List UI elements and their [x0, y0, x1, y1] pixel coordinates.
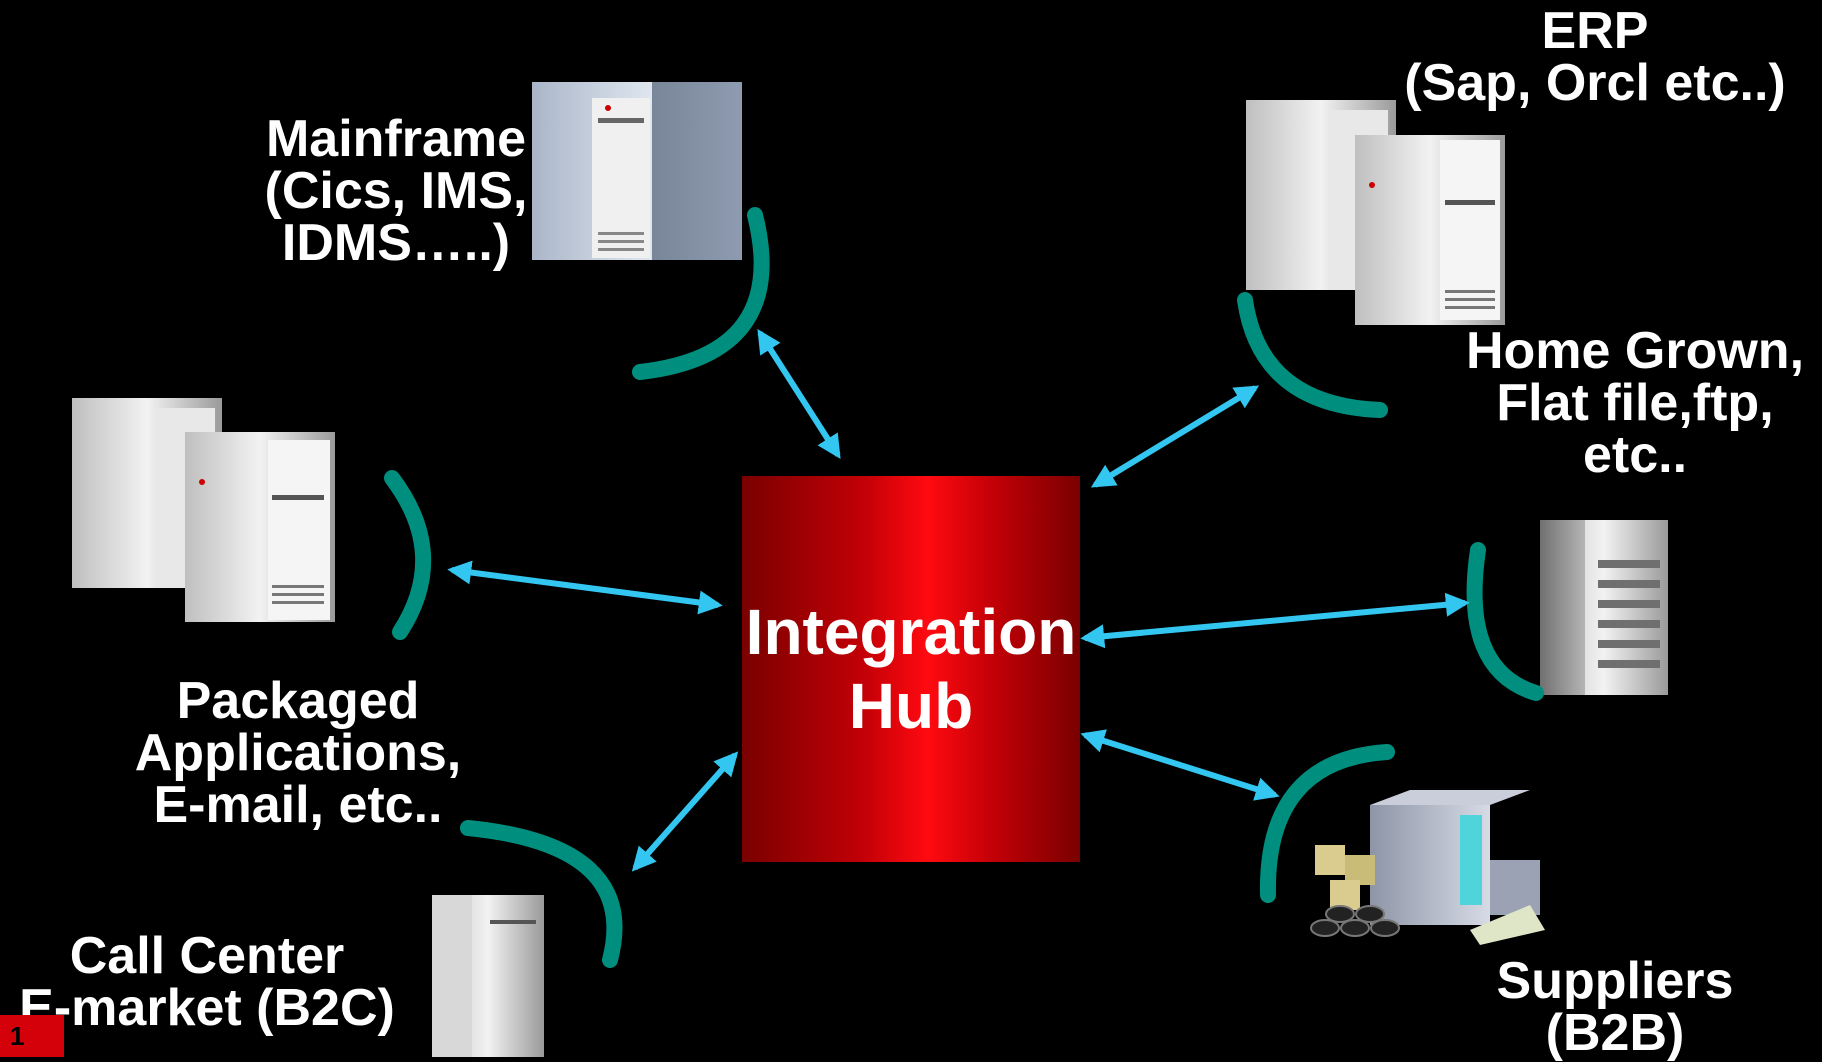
supplier-building-icon [1310, 790, 1545, 945]
packaged-applications-label: Packaged Applications, E-mail, etc.. [134, 672, 462, 834]
mainframe-server-icon [532, 82, 742, 260]
connector-arc-call-center [460, 820, 623, 968]
suppliers-label: Suppliers (B2B) [1496, 952, 1734, 1062]
connector-arc-home-grown [1466, 542, 1544, 701]
connector-arc-suppliers [1259, 744, 1395, 903]
arrow-suppliers-hub [1080, 729, 1280, 801]
integration-hub: Integration Hub [742, 476, 1080, 862]
mainframe-label: Mainframe (Cics, IMS, IDMS…..) [264, 110, 528, 272]
arrow-erp-hub [1090, 385, 1260, 488]
arrow-call-center-hub [631, 751, 739, 872]
home-grown-label: Home Grown, Flat file,ftp, etc.. [1465, 322, 1805, 484]
tower-server-icon [432, 895, 544, 1057]
slide-number-badge: 1 [0, 1015, 64, 1057]
arrow-home-grown-hub [1080, 592, 1470, 649]
arrow-mainframe-hub [757, 328, 841, 460]
arrow-packaged-hub [447, 560, 723, 615]
connector-arc-mainframe [632, 207, 770, 380]
dual-server-icon [1246, 100, 1505, 325]
hub-label-line1: Integration [745, 596, 1077, 668]
erp-label: ERP (Sap, Orcl etc..) [1404, 2, 1786, 112]
dual-server-icon [72, 398, 335, 622]
connector-arc-erp [1237, 292, 1388, 418]
database-server-icon [1540, 520, 1668, 695]
hub-label-line2: Hub [848, 670, 974, 742]
connector-arc-packaged [384, 470, 432, 640]
call-center-label: Call Center E-market (B2C) [19, 927, 395, 1037]
